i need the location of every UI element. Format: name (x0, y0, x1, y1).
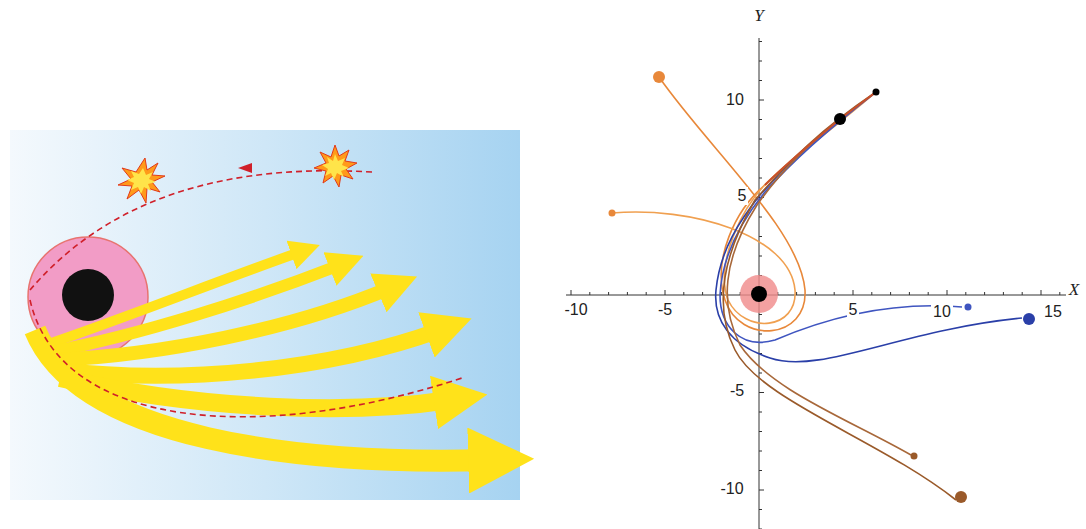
tick-label: 10 (724, 91, 746, 109)
axis-ticks (571, 42, 1060, 529)
black-hole (62, 269, 114, 321)
sky-panel (10, 130, 520, 500)
tick-label: 10 (931, 303, 953, 321)
tick-label: 15 (1042, 303, 1064, 321)
jet-arrows (35, 252, 488, 461)
disk (740, 275, 778, 313)
star-burst (314, 145, 357, 187)
trajectories (612, 77, 1022, 500)
star-burst (118, 158, 165, 203)
axis-label: X (1067, 281, 1081, 299)
trajectory-dots (609, 71, 1036, 503)
tick-label: -10 (562, 301, 589, 319)
black-hole (751, 286, 767, 302)
tick-label: -5 (728, 382, 746, 400)
tick-label: -5 (656, 301, 674, 319)
axes (566, 38, 1066, 529)
tick-label: -10 (718, 480, 745, 498)
tick-label: 5 (847, 301, 860, 319)
axis-label: Y (752, 7, 765, 25)
tick-label: 5 (736, 187, 749, 205)
orbit-arrow (238, 163, 252, 173)
orbit (30, 171, 465, 417)
